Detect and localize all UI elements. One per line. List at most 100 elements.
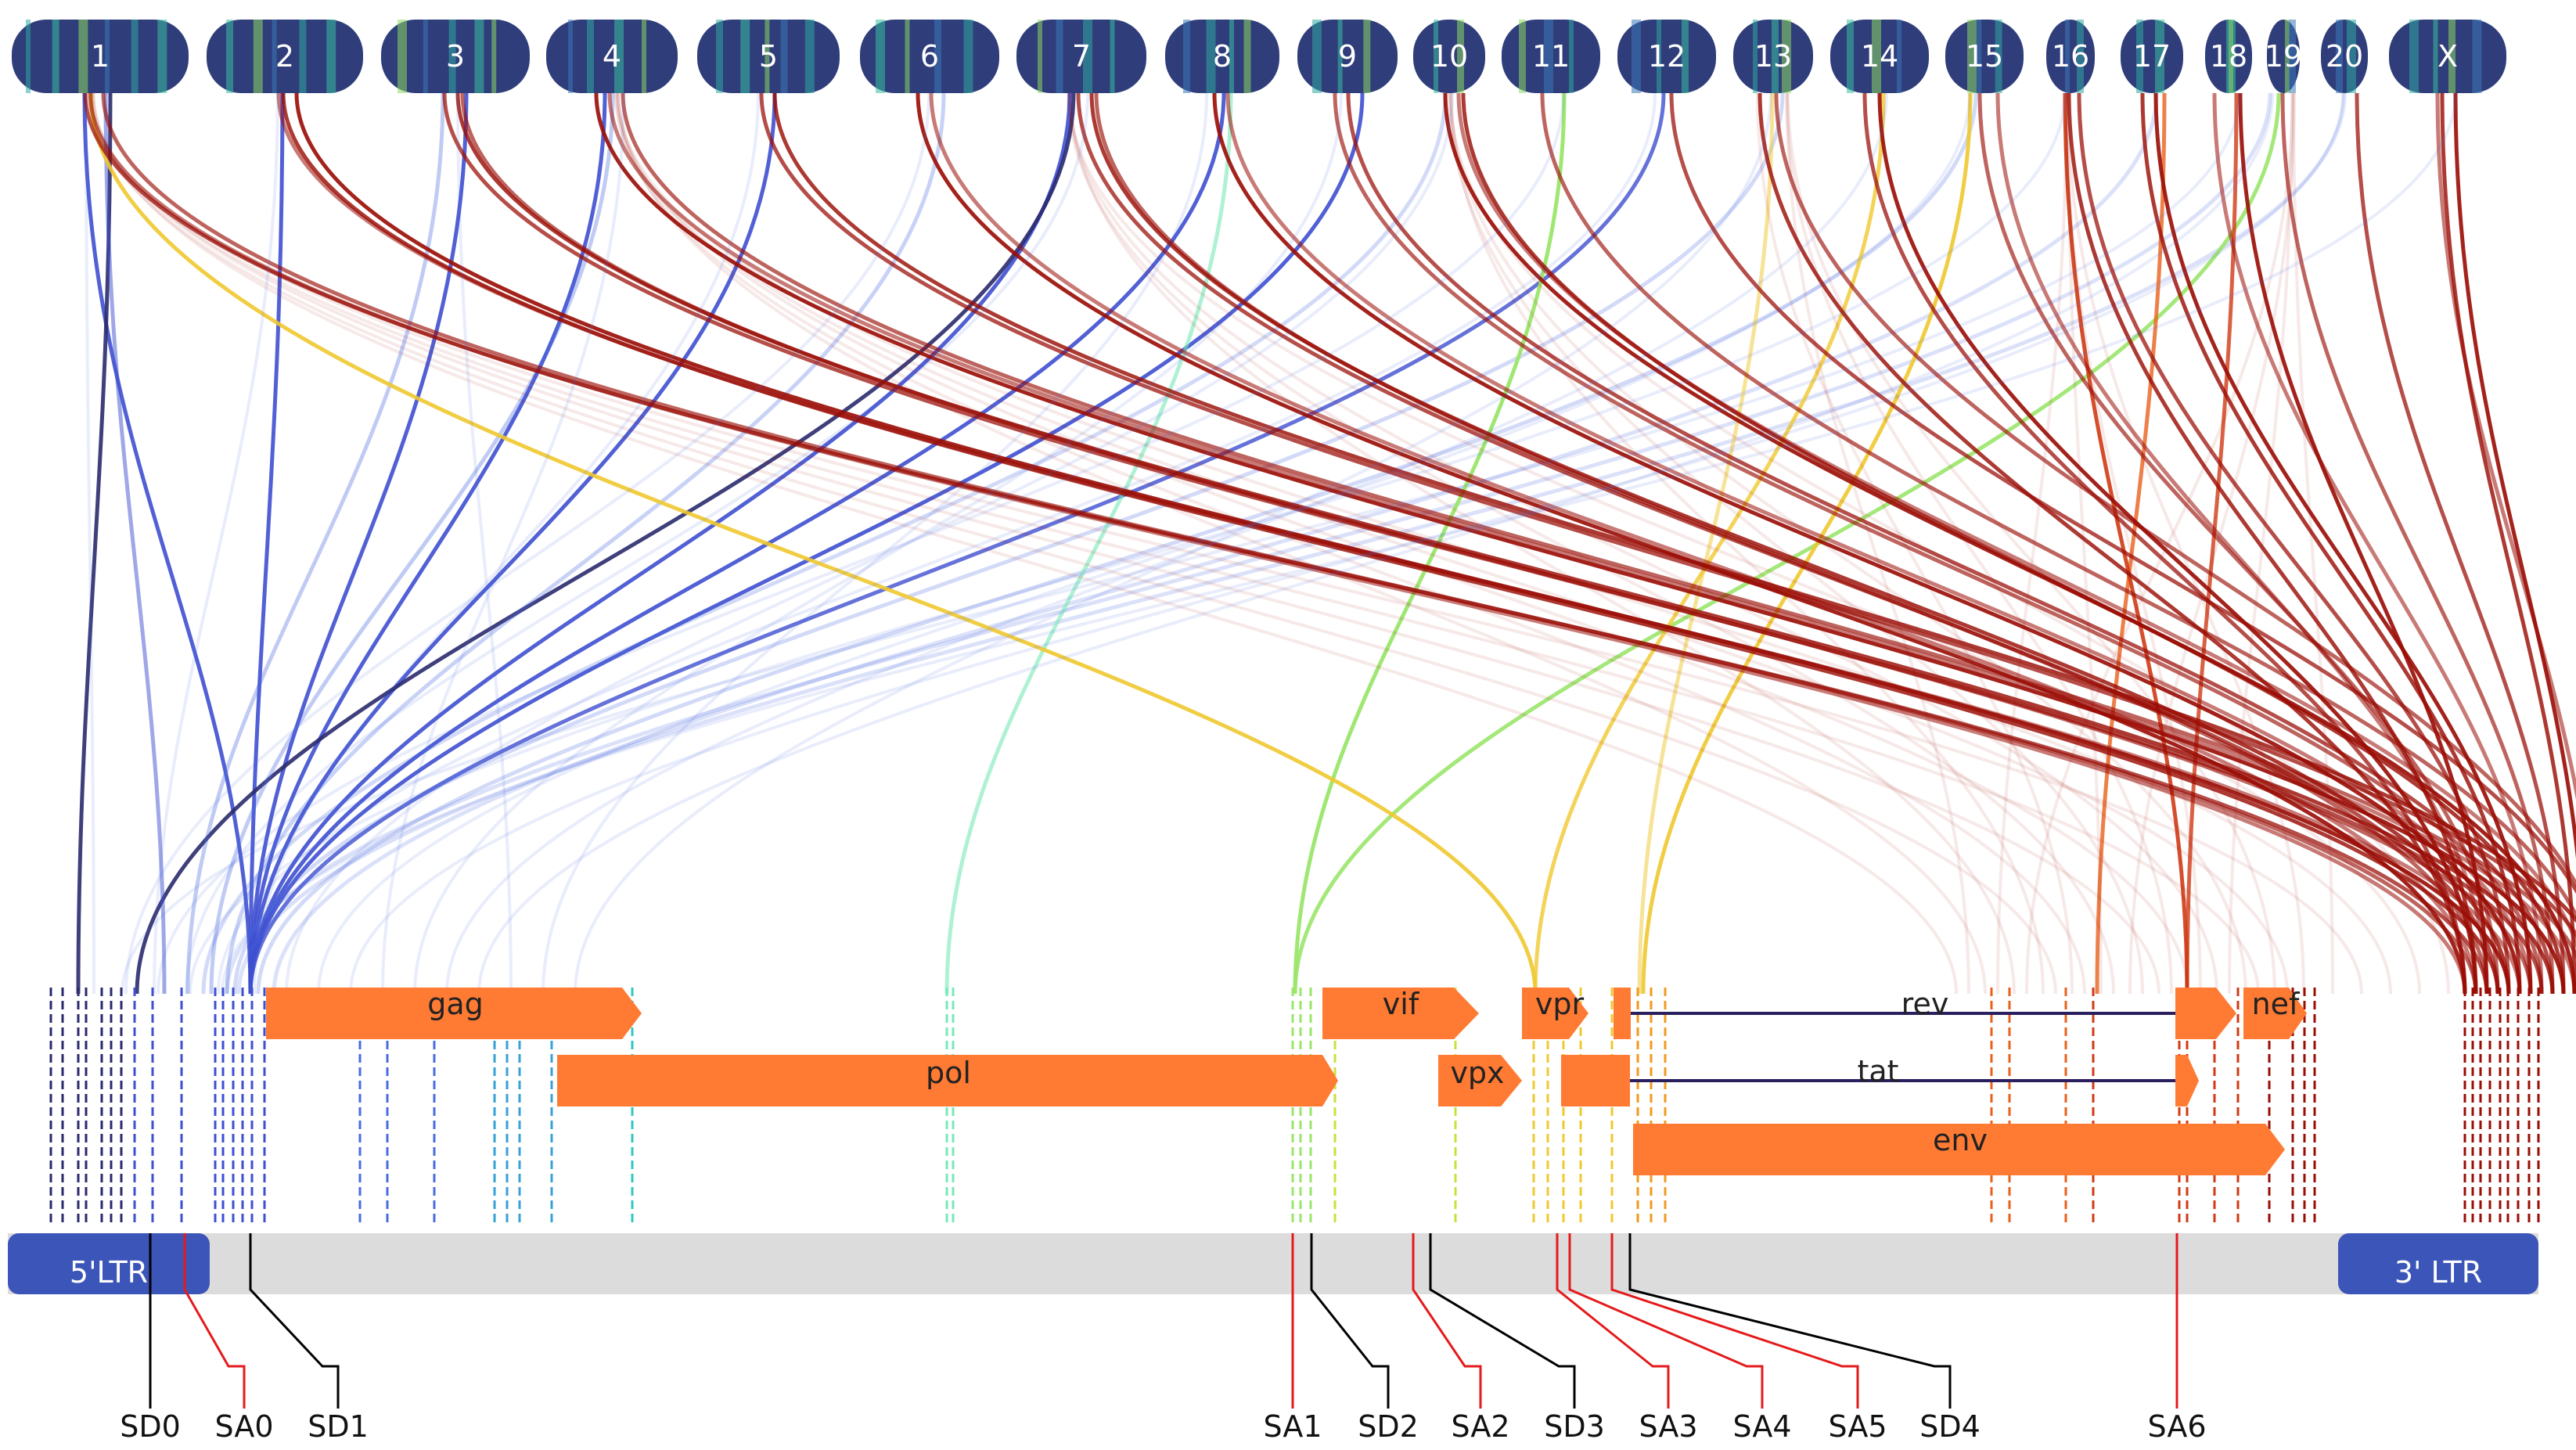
integration-curve [413, 92, 1343, 995]
integration-curve [2128, 92, 2296, 995]
integration-curve [1067, 92, 2115, 995]
chromosome-label: 1 [91, 39, 110, 74]
splice-site-label: SD2 [1358, 1409, 1419, 1444]
chromosome-pill [1617, 20, 1716, 93]
splice-site-sa6: SA6 [2148, 1233, 2207, 1444]
density-stripe [1782, 20, 1791, 93]
integration-curve [1785, 92, 2173, 995]
integration-curve [153, 92, 279, 995]
integration-curve [272, 92, 2159, 995]
integration-curve [1758, 92, 2467, 995]
splice-site-label: SA3 [1639, 1409, 1698, 1444]
integration-curve [248, 92, 469, 995]
integration-curve [1774, 92, 2576, 888]
density-stripe [1772, 20, 1779, 93]
gene-tat: tat [1561, 1054, 2199, 1106]
integration-curve [253, 92, 760, 995]
integration-curve [92, 92, 2160, 995]
integration-curve [1443, 92, 2576, 995]
splice-site-connector [183, 1233, 246, 1409]
integration-curve [615, 92, 2086, 995]
splice-site-sd0: SD0 [120, 1233, 181, 1444]
density-stripe [1753, 20, 1758, 93]
gene-arrow-env [1633, 1124, 2285, 1175]
chromosome-label: 7 [1072, 39, 1091, 74]
density-stripe [105, 20, 110, 93]
density-stripe [1312, 20, 1322, 93]
splice-site-connector [1628, 1233, 1952, 1409]
integration-curve [83, 92, 2489, 995]
gene-label-vpr: vpr [1535, 987, 1585, 1021]
density-stripe [765, 20, 770, 93]
density-stripe [963, 20, 973, 93]
chromosome-6: 6 [860, 20, 999, 93]
integration-curve [1756, 92, 2074, 995]
integration-curve [91, 92, 2363, 995]
integration-curve [456, 92, 513, 995]
splice-site-sa4: SA4 [1568, 1233, 1792, 1444]
density-stripe [876, 20, 885, 93]
chromosome-9: 9 [1297, 20, 1398, 93]
density-stripe [398, 20, 407, 93]
density-stripe [52, 20, 59, 93]
integration-curve [381, 92, 625, 995]
splice-site-sa1: SA1 [1264, 1233, 1322, 1444]
splice-site-label: SA5 [1829, 1409, 1887, 1444]
gene-label-nef: nef [2252, 987, 2301, 1021]
gene-exon-rev-2 [2175, 988, 2236, 1039]
density-stripe [474, 20, 484, 93]
chromosome-14: 14 [1830, 20, 1929, 93]
integration-curve [2077, 92, 2511, 995]
splice-site-sa5: SA5 [1610, 1233, 1887, 1444]
integration-curve [248, 92, 1666, 995]
integration-curve [1877, 92, 2478, 995]
chromosome-7: 7 [1016, 20, 1146, 93]
integration-curve [92, 92, 1958, 995]
gene-arrow-gag [266, 988, 642, 1039]
integration-curve [445, 92, 1888, 995]
chromosome-label: 16 [2052, 39, 2089, 74]
chromosome-label: 17 [2133, 39, 2171, 74]
chromosome-pill [1297, 20, 1398, 93]
density-stripe [2289, 20, 2296, 93]
integration-curve [477, 92, 2274, 995]
density-stripe [1872, 20, 1881, 93]
integration-curve [2066, 92, 2305, 995]
integration-curve [85, 92, 95, 995]
density-stripe [804, 20, 815, 93]
gene-vpr: vpr [1522, 987, 1588, 1039]
density-stripe [131, 20, 139, 93]
gene-exon-rev-1 [1614, 988, 1631, 1039]
density-stripe [1206, 20, 1216, 93]
chromosome-label: 15 [1966, 39, 2003, 74]
density-stripe [1229, 20, 1234, 93]
integration-curve [317, 92, 1971, 995]
integration-curve [1862, 92, 2467, 995]
density-stripe [1682, 20, 1689, 93]
integration-curve [248, 92, 1365, 995]
integration-curve [1069, 92, 2016, 995]
genome-track: 5'LTR 3' LTR [8, 1233, 2538, 1294]
integration-curve [157, 92, 1565, 995]
integration-curve [185, 92, 1089, 995]
density-stripe [587, 20, 594, 93]
integration-curve [89, 92, 2260, 995]
gene-rev: rev [1614, 987, 2236, 1039]
integration-curve [594, 92, 2566, 995]
integration-curve [944, 92, 1233, 995]
integration-curve [1067, 92, 2421, 995]
splice-site-sa0: SA0 [183, 1233, 274, 1444]
splice-site-sd2: SD2 [1310, 1233, 1419, 1444]
density-stripe [272, 20, 277, 93]
integration-curve [1996, 92, 2068, 995]
integration-curve [614, 92, 2289, 995]
chromosome-label: 9 [1338, 39, 1357, 74]
splice-site-connector [1412, 1233, 1482, 1409]
chromosome-10: 10 [1413, 20, 1485, 93]
splice-site-label: SA4 [1733, 1409, 1792, 1444]
gene-arrow-nef [2243, 988, 2307, 1039]
chromosome-label: 10 [1430, 39, 1468, 74]
density-stripe [905, 20, 910, 93]
density-stripe [568, 20, 573, 93]
